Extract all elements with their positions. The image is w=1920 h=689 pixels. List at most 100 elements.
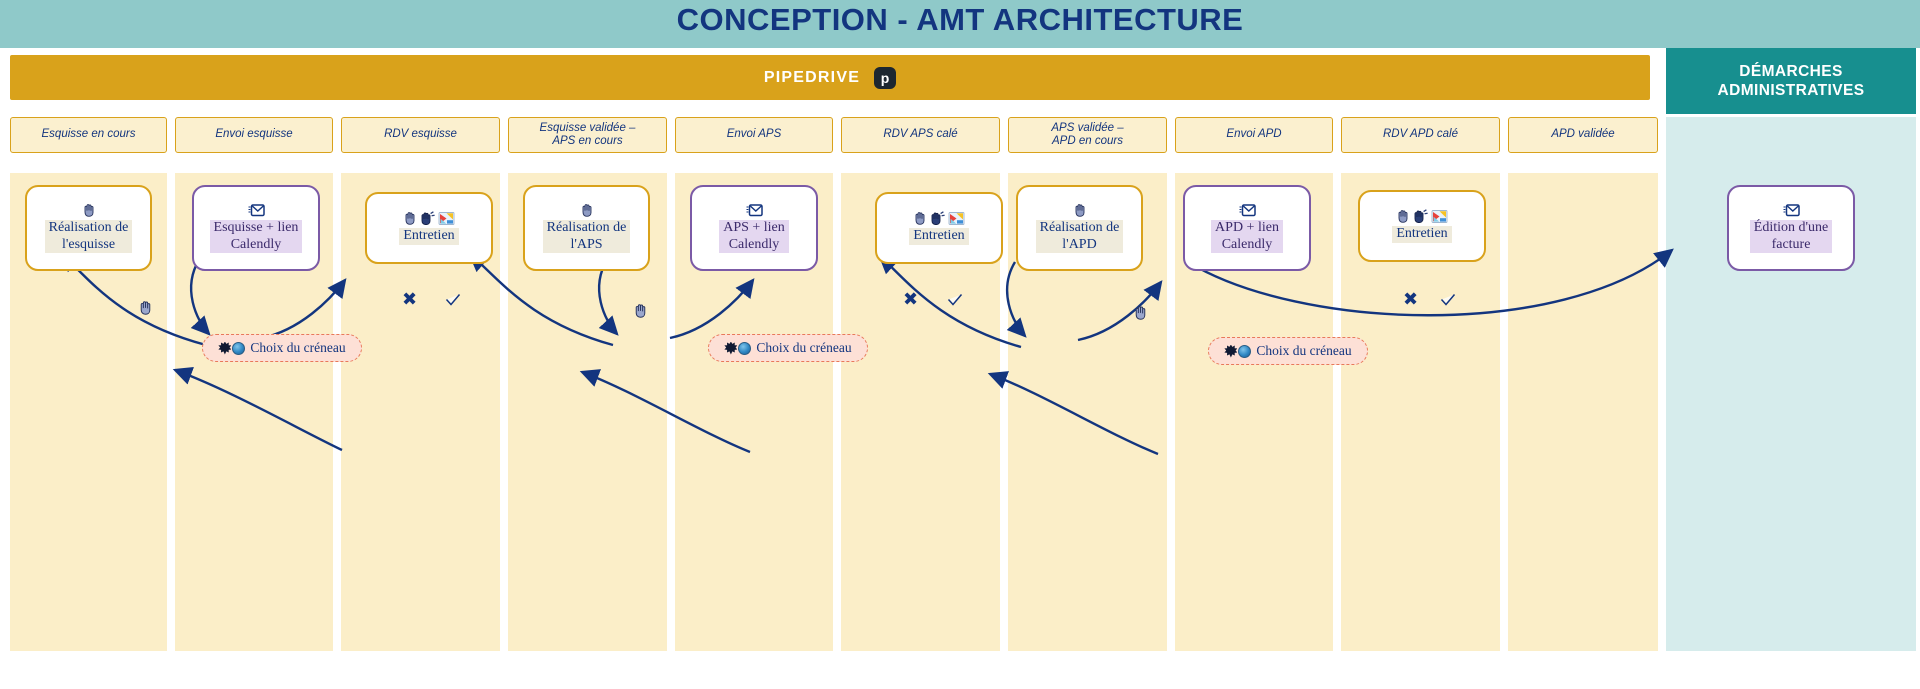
card-entretien-aps[interactable]: Entretien (875, 192, 1003, 264)
hands-icon (420, 211, 435, 227)
card-icon-group (746, 203, 763, 219)
email-icon (1239, 204, 1256, 219)
pill-choix-creneau-3[interactable]: Choix du créneau (1208, 337, 1368, 365)
marker-hand-3 (1133, 305, 1148, 322)
stage-header-label: RDV esquisse (384, 128, 457, 141)
title-banner (0, 0, 1920, 48)
marker-check-1 (445, 293, 461, 309)
stage-header-label: RDV APD calé (1383, 128, 1458, 141)
hand-icon (913, 211, 927, 227)
email-icon (1783, 204, 1800, 219)
hands-icon (1413, 209, 1428, 225)
card-label: Entretien (399, 228, 459, 245)
hand-icon (1073, 203, 1087, 219)
stage-header-10[interactable]: APD validée (1508, 117, 1658, 153)
marker-check-3 (1440, 293, 1456, 309)
marker-hand-1 (138, 300, 153, 317)
stage-header-label: Envoi esquisse (215, 128, 293, 141)
stage-header-label: RDV APS calé (883, 128, 958, 141)
pipedrive-logo-glyph: p (880, 69, 890, 86)
hand-icon (580, 203, 594, 219)
pill-choix-creneau-1[interactable]: Choix du créneau (202, 334, 362, 362)
pill-icon-group (218, 341, 246, 355)
presentation-icon (1431, 209, 1448, 226)
demarches-label: DÉMARCHES ADMINISTRATIVES (1718, 62, 1865, 101)
stage-header-5[interactable]: Envoi APS (675, 117, 833, 153)
card-label: Entretien (1392, 226, 1452, 243)
card-icon-group (580, 203, 594, 219)
blue-dot-icon (738, 341, 752, 355)
pill-label: Choix du créneau (756, 340, 852, 355)
hand-icon (1396, 209, 1410, 225)
card-entretien-esquisse[interactable]: Entretien (365, 192, 493, 264)
pipedrive-header-bar: PIPEDRIVE p (10, 55, 1650, 100)
hand-icon (82, 203, 96, 219)
stage-header-1[interactable]: Esquisse en cours (10, 117, 167, 153)
demarches-label-line2: ADMINISTRATIVES (1717, 82, 1865, 99)
card-icon-group (913, 211, 965, 227)
demarches-label-line1: DÉMARCHES (1739, 62, 1843, 80)
stage-header-label: Envoi APD (1226, 128, 1282, 141)
burst-icon (218, 341, 232, 355)
hand-icon (403, 211, 417, 227)
card-icon-group (1783, 203, 1800, 219)
marker-cross-3: ✖ (1403, 289, 1419, 309)
stage-header-label: Envoi APS (726, 128, 782, 141)
pipedrive-logo-icon: p (874, 66, 897, 89)
email-icon (746, 204, 763, 219)
stage-header-label: Esquisse validée –APS en cours (539, 121, 636, 147)
blue-dot-icon (1238, 344, 1252, 358)
marker-cross-2: ✖ (903, 289, 919, 309)
email-icon (248, 204, 265, 219)
marker-hand-2 (633, 303, 648, 320)
stage-header-3[interactable]: RDV esquisse (341, 117, 500, 153)
marker-cross-1: ✖ (402, 289, 418, 309)
card-icon-group (403, 211, 455, 227)
page-title: CONCEPTION - AMT ARCHITECTURE (676, 2, 1244, 37)
card-icon-group (1239, 203, 1256, 219)
stage-header-4[interactable]: Esquisse validée –APS en cours (508, 117, 667, 153)
stage-header-label: Esquisse en cours (41, 128, 136, 141)
stage-header-7[interactable]: APS validée –APD en cours (1008, 117, 1167, 153)
card-label: Entretien (909, 228, 969, 245)
blue-dot-icon (232, 341, 246, 355)
stage-header-label: APS validée –APD en cours (1051, 121, 1124, 147)
stage-header-2[interactable]: Envoi esquisse (175, 117, 333, 153)
stage-header-6[interactable]: RDV APS calé (841, 117, 1000, 153)
demarches-administratives-header: DÉMARCHES ADMINISTRATIVES (1666, 48, 1916, 114)
presentation-icon (438, 211, 455, 228)
pipedrive-label: PIPEDRIVE (763, 68, 861, 86)
presentation-icon (948, 211, 965, 228)
card-icon-group (1073, 203, 1087, 219)
stage-header-8[interactable]: Envoi APD (1175, 117, 1333, 153)
swimlane-10 (1508, 173, 1658, 651)
pill-label: Choix du créneau (1256, 343, 1352, 358)
burst-icon (1224, 344, 1238, 358)
stage-header-9[interactable]: RDV APD calé (1341, 117, 1500, 153)
stage-header-label: APD validée (1551, 128, 1615, 141)
card-entretien-apd[interactable]: Entretien (1358, 190, 1486, 262)
pill-label: Choix du créneau (250, 340, 346, 355)
burst-icon (724, 341, 738, 355)
pill-choix-creneau-2[interactable]: Choix du créneau (708, 334, 868, 362)
pill-icon-group (1224, 344, 1252, 358)
pill-icon-group (724, 341, 752, 355)
card-icon-group (248, 203, 265, 219)
marker-check-2 (947, 293, 963, 309)
card-icon-group (1396, 209, 1448, 225)
